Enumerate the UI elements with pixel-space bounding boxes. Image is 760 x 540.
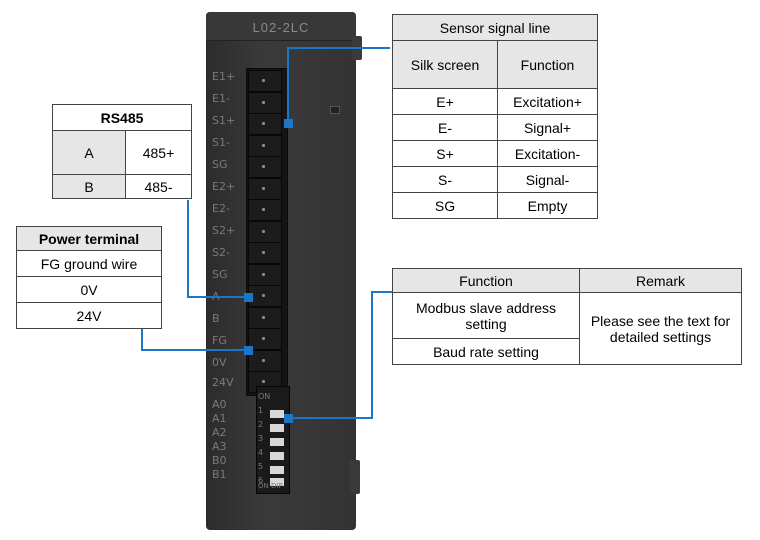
silk-s1-plus: S1+ bbox=[212, 114, 236, 127]
sensor-table-col-function: Function bbox=[497, 40, 598, 89]
leader-sensor bbox=[287, 47, 390, 123]
dip-label-b0: B0 bbox=[212, 454, 227, 467]
dip-toggle-3[interactable] bbox=[270, 438, 284, 446]
sensor-func-2: Signal+ bbox=[497, 114, 598, 141]
dip-toggle-6[interactable] bbox=[270, 478, 284, 486]
leader-function bbox=[288, 291, 392, 419]
module-model-label: L02-2LC bbox=[252, 20, 310, 35]
terminal-screw bbox=[262, 79, 265, 82]
function-row-modbus: Modbus slave address setting bbox=[392, 292, 580, 339]
power-table: Power terminal FG ground wire 0V 24V bbox=[16, 226, 162, 329]
terminal-screw bbox=[262, 358, 265, 362]
marker-rs485 bbox=[244, 293, 253, 302]
rs485-value-b: 485- bbox=[125, 174, 192, 199]
function-table-col-function: Function bbox=[392, 268, 580, 293]
dip-label-a0: A0 bbox=[212, 398, 227, 411]
marker-sensor bbox=[284, 119, 293, 128]
dip-num-3: 3 bbox=[258, 434, 264, 443]
rs485-table-title: RS485 bbox=[52, 104, 192, 131]
terminal-screw bbox=[262, 122, 265, 125]
terminal-screw bbox=[262, 143, 265, 147]
terminal-screw bbox=[262, 315, 265, 319]
sensor-func-4: Signal- bbox=[497, 166, 598, 193]
leader-power bbox=[141, 329, 248, 351]
terminal-screw bbox=[262, 380, 265, 383]
silk-e1-minus: E1- bbox=[212, 92, 230, 105]
dip-switch bbox=[256, 386, 290, 494]
sensor-silk-2: E- bbox=[392, 114, 498, 141]
sensor-table: Sensor signal line Silk screen Function … bbox=[392, 14, 598, 219]
function-table: Function Remark Modbus slave address set… bbox=[392, 268, 742, 365]
power-row-0v: 0V bbox=[16, 276, 162, 303]
silk-s2-plus: S2+ bbox=[212, 224, 236, 237]
silk-e1-plus: E1+ bbox=[212, 70, 236, 83]
sensor-silk-5: SG bbox=[392, 192, 498, 219]
sensor-table-col-silk: Silk screen bbox=[392, 40, 498, 89]
module-latch-bottom bbox=[350, 460, 360, 494]
rs485-label-b: B bbox=[52, 174, 126, 199]
terminal-screw bbox=[262, 337, 265, 340]
dip-bottom-label: ON DIP bbox=[258, 482, 283, 490]
dip-num-1: 1 bbox=[258, 406, 264, 415]
dip-num-5: 5 bbox=[258, 462, 264, 471]
silk-b: B bbox=[212, 312, 220, 325]
status-led bbox=[330, 106, 340, 114]
rs485-label-a: A bbox=[52, 130, 126, 175]
function-row-baud: Baud rate setting bbox=[392, 338, 580, 365]
function-remark: Please see the text for detailed setting… bbox=[579, 292, 742, 365]
power-table-title: Power terminal bbox=[16, 226, 162, 251]
sensor-table-title: Sensor signal line bbox=[392, 14, 598, 41]
silk-0v: 0V bbox=[212, 356, 227, 369]
dip-label-a3: A3 bbox=[212, 440, 227, 453]
dip-toggle-5[interactable] bbox=[270, 466, 284, 474]
dip-toggle-1[interactable] bbox=[270, 410, 284, 418]
sensor-silk-3: S+ bbox=[392, 140, 498, 167]
marker-power bbox=[244, 346, 253, 355]
terminal-screw bbox=[262, 208, 265, 211]
terminal-screw bbox=[262, 251, 265, 254]
terminal-screw bbox=[262, 272, 265, 276]
terminal-screw bbox=[262, 186, 265, 190]
dip-num-4: 4 bbox=[258, 448, 264, 457]
power-row-24v: 24V bbox=[16, 302, 162, 329]
rs485-table: RS485 A 485+ B 485- bbox=[52, 104, 192, 199]
sensor-silk-4: S- bbox=[392, 166, 498, 193]
dip-num-2: 2 bbox=[258, 420, 264, 429]
terminal-screw bbox=[262, 165, 265, 168]
silk-e2-plus: E2+ bbox=[212, 180, 236, 193]
marker-function bbox=[284, 414, 293, 423]
function-table-col-remark: Remark bbox=[579, 268, 742, 293]
power-row-fg: FG ground wire bbox=[16, 250, 162, 277]
dip-num-6: 6 bbox=[258, 476, 264, 485]
rs485-value-a: 485+ bbox=[125, 130, 192, 175]
terminal-screw bbox=[262, 100, 265, 104]
dip-toggle-4[interactable] bbox=[270, 452, 284, 460]
dip-on-label: ON bbox=[258, 392, 271, 401]
silk-s2-minus: S2- bbox=[212, 246, 230, 259]
sensor-func-5: Empty bbox=[497, 192, 598, 219]
silk-sg-2: SG bbox=[212, 268, 228, 281]
silk-fg: FG bbox=[212, 334, 227, 347]
silk-e2-minus: E2- bbox=[212, 202, 230, 215]
dip-label-a1: A1 bbox=[212, 412, 227, 425]
silk-sg-1: SG bbox=[212, 158, 228, 171]
silk-s1-minus: S1- bbox=[212, 136, 230, 149]
terminal-screw bbox=[262, 294, 265, 297]
dip-label-a2: A2 bbox=[212, 426, 227, 439]
module-top-cap bbox=[206, 12, 356, 41]
dip-toggle-2[interactable] bbox=[270, 424, 284, 432]
leader-rs485 bbox=[187, 200, 248, 298]
sensor-func-3: Excitation- bbox=[497, 140, 598, 167]
terminal-screw bbox=[262, 229, 265, 233]
silk-24v: 24V bbox=[212, 376, 234, 389]
sensor-func-1: Excitation+ bbox=[497, 88, 598, 115]
dip-label-b1: B1 bbox=[212, 468, 227, 481]
sensor-silk-1: E+ bbox=[392, 88, 498, 115]
